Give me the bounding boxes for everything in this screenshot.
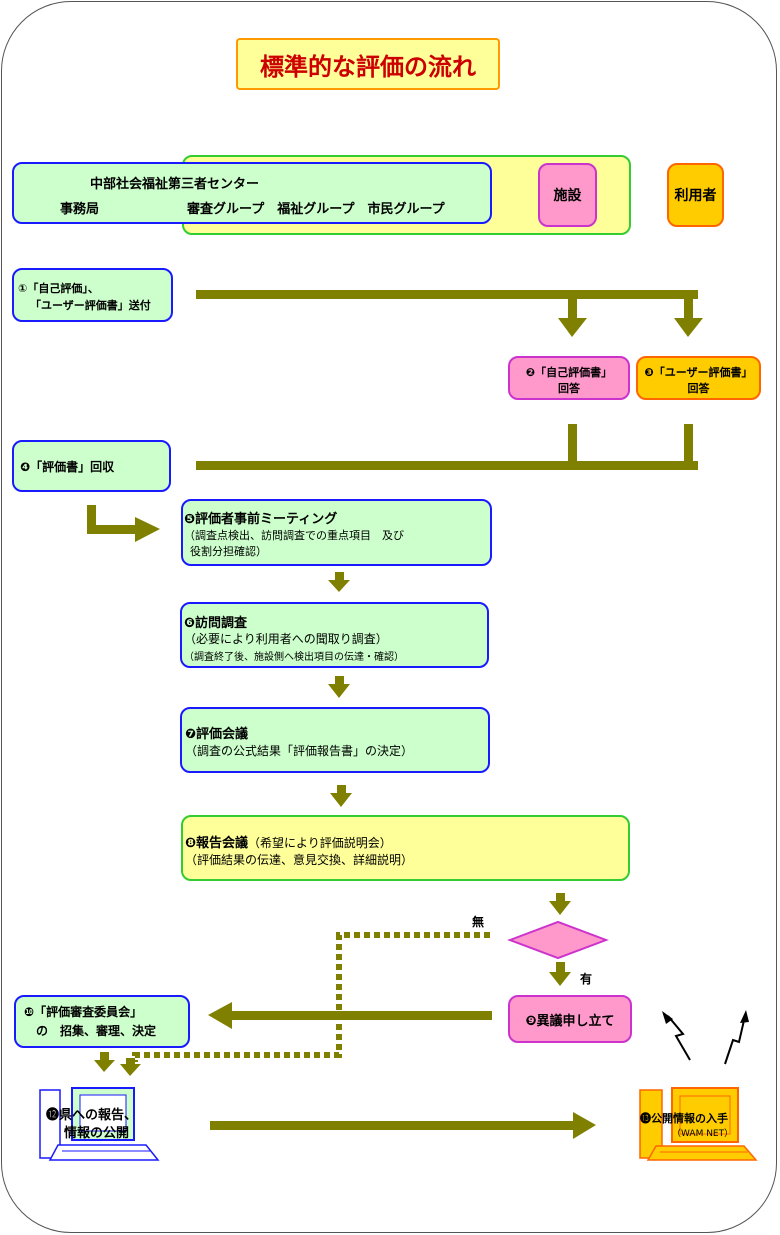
step-8-line2: （評価結果の伝達、意見交換、詳細説明） [185, 853, 414, 867]
facility-arrowhead [558, 318, 587, 337]
step-10-box [14, 995, 190, 1048]
elbow-right [87, 525, 137, 534]
step-4-label: ❹「評価書」回収 [20, 460, 115, 474]
facility-box: 施設 [538, 163, 597, 227]
step-12-line1: ⓬県への報告、 [46, 1108, 138, 1123]
objection-diamond [507, 920, 609, 960]
step-2-line1: ❷「自己評価書」 [525, 366, 613, 379]
step-2-line2: 回答 [558, 382, 580, 395]
center-box [12, 162, 492, 224]
step-9-label: ❾異議申し立て [525, 1013, 615, 1029]
facility-label: 施設 [553, 188, 582, 204]
step-13-line2: （WAM NET） [672, 1129, 734, 1139]
step-10-line2: の 招集、審理、決定 [36, 1024, 157, 1038]
step-3-box [636, 356, 761, 400]
user-arrowhead [674, 318, 703, 337]
step-1-line1: ①「自己評価」、 [18, 282, 99, 295]
step-9-box: ❾異議申し立て [508, 995, 632, 1043]
center-name: 中部社会福祉第三者センター [90, 177, 260, 192]
no-label: 無 [472, 915, 485, 929]
collect-bar [196, 461, 698, 470]
step-5-line2: （調査点検出、訪問調査での重点項目 及び [184, 529, 404, 542]
user-label: 利用者 [674, 188, 717, 204]
step-7-box [180, 707, 490, 773]
page-title: 標準的な評価の流れ [236, 38, 500, 90]
step-8-title: ❽報告会議 [185, 836, 249, 851]
step-8-title-note: （希望により評価説明会） [248, 836, 392, 850]
step-8-title-row: ❽報告会議（希望により評価説明会） [185, 832, 392, 851]
step-12-line2: 情報の公開 [64, 1126, 130, 1141]
elbow-down [87, 505, 96, 533]
step-8-box [181, 815, 630, 881]
step-7-title: ❼評価会議 [185, 727, 249, 742]
step-6-line3: （調査終了後、施設側へ検出項目の伝達・確認） [184, 652, 404, 663]
step-5-title: ❺評価者事前ミーティング [184, 512, 338, 527]
step-3-line1: ❸「ユーザー評価書」 [644, 366, 753, 379]
prefecture-computer-icon [39, 1087, 160, 1161]
step-5-box [181, 499, 492, 566]
page-title-text: 標準的な評価の流れ [260, 52, 476, 81]
step-10-line1: ❿「評価審査委員会」 [24, 1005, 143, 1019]
user-rise [684, 424, 693, 469]
facility-rise [568, 424, 577, 469]
send-bar [196, 290, 698, 299]
groups-label: 審査グループ 福祉グループ 市民グループ [187, 202, 445, 217]
no-objection-path [132, 932, 490, 1062]
step-2-box [508, 356, 630, 400]
step-3-line2: 回答 [687, 382, 710, 395]
user-box: 利用者 [667, 163, 724, 227]
step-7-line2: （調査の公式結果「評価報告書」の決定） [185, 744, 414, 758]
user-computer-icon [639, 1087, 758, 1161]
user-drop [684, 290, 693, 320]
step-4-box [12, 440, 171, 492]
step-6-title: ❻訪問調査 [184, 616, 248, 631]
step-5-line3: 役割分担確認） [190, 545, 267, 558]
yes-label: 有 [580, 972, 593, 986]
office-label: 事務局 [60, 202, 100, 217]
step-1-box [12, 268, 173, 322]
elbow-arrowhead [135, 517, 160, 542]
step-13-line1: ⓭公開情報の入手 [640, 1112, 728, 1125]
facility-drop [568, 290, 577, 320]
step-1-line2: 「ユーザー評価書」送付 [30, 299, 151, 312]
step-6-line2: （必要により利用者への聞取り調査） [184, 632, 388, 646]
step-6-box [180, 602, 489, 668]
